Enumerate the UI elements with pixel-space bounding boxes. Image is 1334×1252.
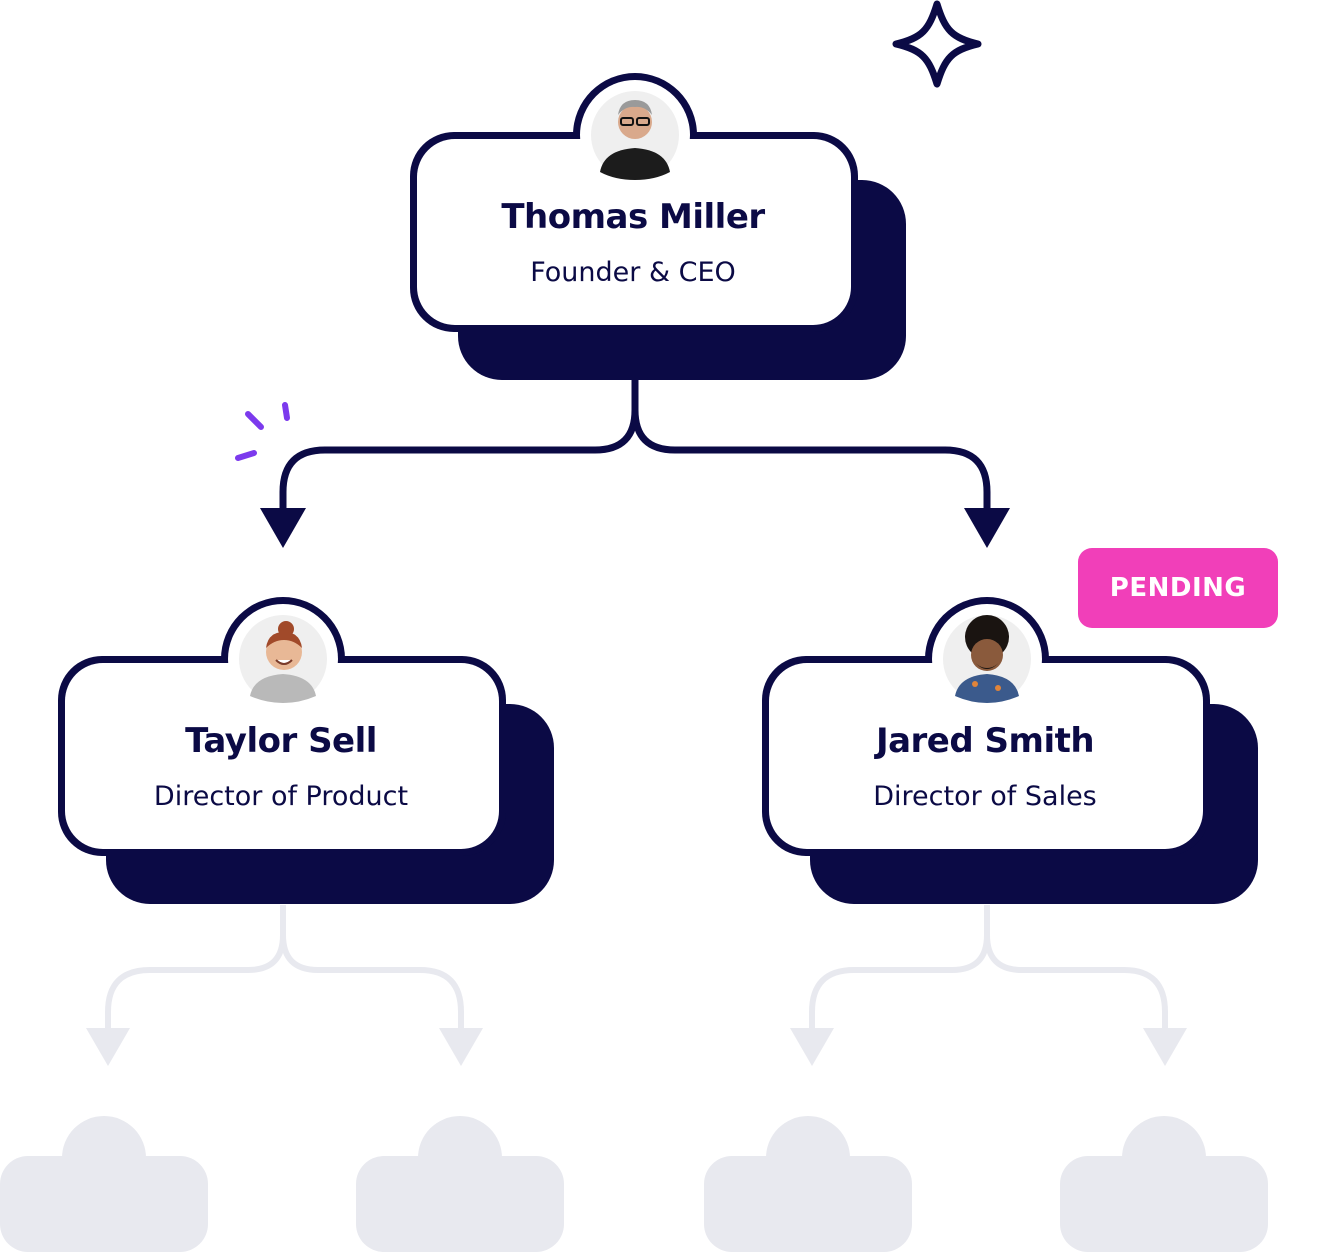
node-role-jared: Director of Sales xyxy=(873,781,1097,812)
node-name-taylor: Taylor Sell xyxy=(185,721,377,761)
placeholder-node-2 xyxy=(356,1116,564,1252)
placeholder-arrows xyxy=(86,1028,1187,1066)
root-connectors xyxy=(279,380,991,510)
node-name-jared: Jared Smith xyxy=(875,721,1095,761)
status-badge-pending: PENDING xyxy=(1078,548,1278,628)
spark-lines-icon xyxy=(235,402,290,461)
node-role-taylor: Director of Product xyxy=(153,781,409,812)
avatar-thomas xyxy=(591,91,679,180)
node-name-thomas: Thomas Miller xyxy=(501,197,765,237)
placeholder-connectors xyxy=(105,905,1168,1030)
sparkle-star-icon xyxy=(892,0,982,88)
avatar-taylor xyxy=(239,615,327,703)
placeholder-nodes xyxy=(0,1116,1268,1252)
placeholder-node-3 xyxy=(704,1116,912,1252)
node-taylor[interactable] xyxy=(58,597,554,904)
node-role-thomas: Founder & CEO xyxy=(530,257,736,288)
arrow-to-taylor xyxy=(260,508,306,548)
placeholder-node-1 xyxy=(0,1116,208,1252)
placeholder-node-4 xyxy=(1060,1116,1268,1252)
avatar-jared xyxy=(943,615,1031,703)
node-root[interactable] xyxy=(410,73,906,380)
node-jared[interactable] xyxy=(762,597,1258,904)
arrow-to-jared xyxy=(964,508,1010,548)
